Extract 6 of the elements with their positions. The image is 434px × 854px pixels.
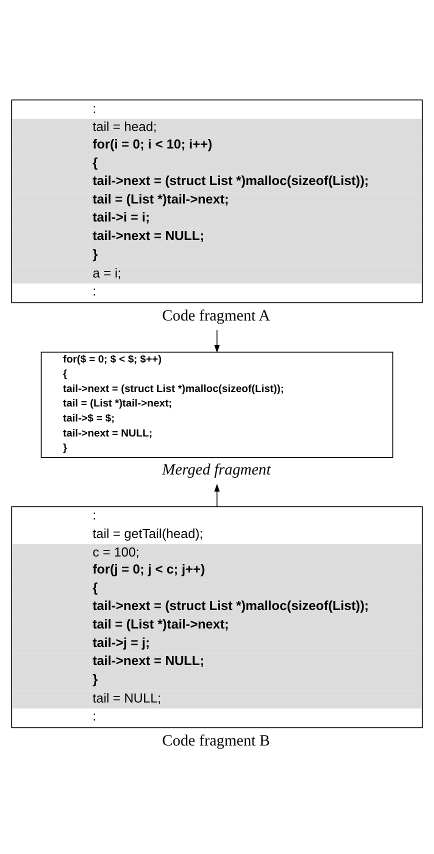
node-label: Code fragment B (162, 732, 270, 749)
arrow (214, 329, 220, 352)
node-box: for($ = 0; $ < $; $++) { tail->next = (struct List *)malloc(sizeof(List)); tail = (List *)tail->next; tail->$ = $; tail->next = NULL; } (40, 351, 394, 458)
node-label: Code fragment A (162, 306, 270, 324)
arrow (214, 483, 220, 506)
node-label: Merged fragment (162, 460, 271, 478)
